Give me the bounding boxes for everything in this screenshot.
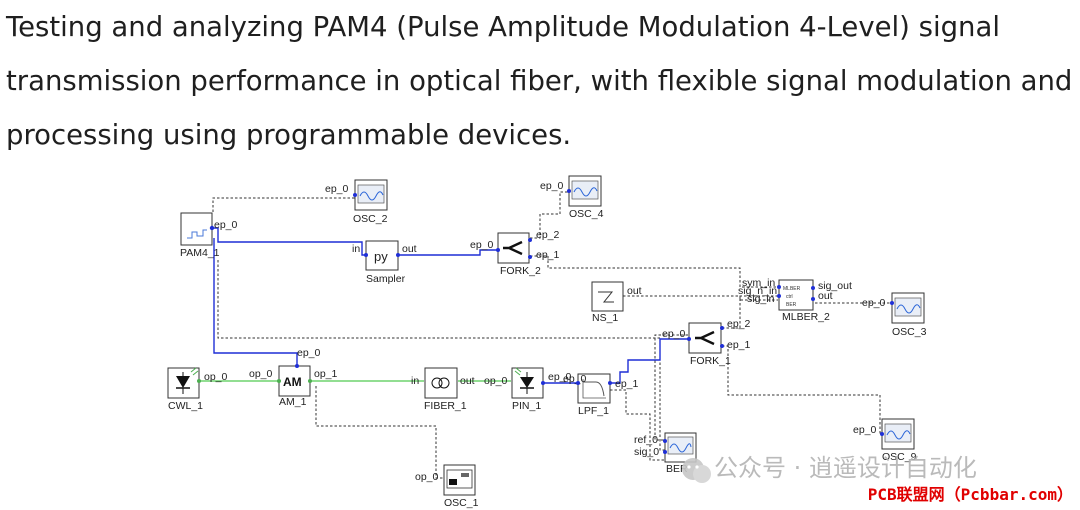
port-am-op1: op_1 — [314, 368, 338, 380]
block-osc-lower[interactable]: OSC_9 — [881, 418, 917, 463]
port-sampler-in: in — [352, 243, 360, 255]
port-lpf-ep0: ep_0 — [563, 373, 587, 385]
port-mlber-sigin: sig_in — [747, 293, 775, 305]
port-pam4-ep0: ep_0 — [214, 219, 238, 231]
port-mlber-sigout: sig_out — [818, 280, 852, 292]
port-pin-ep0: ep_0 — [548, 371, 572, 383]
label-fork2: FORK_2 — [500, 265, 541, 277]
port-ber-ref0: ref_0 — [634, 434, 658, 446]
site-badge: PCB联盟网（Pcbbar.com） — [864, 480, 1076, 506]
block-lpf1[interactable]: LPF_1 — [577, 373, 611, 417]
port-osc3-ep0: ep_0 — [862, 297, 886, 309]
label-mlber2: MLBER_2 — [782, 311, 830, 323]
port-fork1-ep2: ep_2 — [727, 318, 751, 330]
block-ns1[interactable]: NS_1 — [591, 281, 624, 324]
svg-text:MLBER: MLBER — [783, 286, 801, 292]
port-lpf-ep1: ep_1 — [615, 378, 639, 390]
wire-fork2-mlber — [530, 255, 778, 288]
block-fiber1[interactable]: FIBER_1 — [424, 367, 467, 412]
port-cwl-op0: op_0 — [204, 371, 228, 383]
watermark-channel-text: 公众号 · 逍遥设计自动化 — [714, 454, 977, 482]
wire-fork1-ber — [654, 334, 688, 441]
block-fork1[interactable]: FORK_1 — [688, 322, 731, 367]
label-osc1: OSC_1 — [444, 497, 479, 509]
port-fork1-ep0: ep_0 — [662, 328, 686, 340]
block-osc4[interactable]: OSC_4 — [568, 175, 604, 220]
block-sampler[interactable]: py Sampler — [365, 240, 406, 285]
label-cwl1: CWL_1 — [168, 400, 203, 412]
label-osc2: OSC_2 — [353, 213, 388, 225]
block-am1[interactable]: AM AM_1 — [278, 365, 311, 408]
port-am-op0: op_0 — [249, 368, 273, 380]
wire-am-osc1 — [315, 386, 444, 479]
port-fork2-ep1: ep_1 — [536, 249, 560, 261]
port-am-ep0: ep_0 — [297, 347, 321, 359]
port-ns1-out: out — [627, 285, 642, 297]
label-lpf1: LPF_1 — [578, 405, 609, 417]
svg-text:ctrl: ctrl — [786, 294, 793, 300]
block-osc2[interactable]: OSC_2 — [353, 179, 388, 225]
port-osc2-ep0: ep_0 — [325, 183, 349, 195]
block-fork2[interactable]: FORK_2 — [497, 232, 541, 277]
wire-ns-mlber — [623, 295, 778, 301]
wire-pam4-am — [213, 238, 298, 371]
wire-fork1-mlber — [722, 295, 778, 329]
block-osc1[interactable]: OSC_1 — [443, 464, 479, 509]
port-mlber-signin: sig_n_in — [738, 285, 777, 297]
svg-text:BER: BER — [786, 302, 797, 308]
label-pam4: PAM4_1 — [180, 247, 220, 259]
am-glyph: AM — [283, 375, 302, 389]
wire-fork1-osc — [722, 345, 881, 434]
block-pam4[interactable]: PAM4_1 — [180, 212, 220, 259]
label-osc-lower: OSC_9 — [882, 451, 917, 463]
port-osc4-ep0: ep_0 — [540, 180, 564, 192]
label-osc3: OSC_3 — [892, 326, 927, 338]
block-osc3[interactable]: OSC_3 — [891, 292, 927, 338]
block-cwl1[interactable]: CWL_1 — [167, 367, 203, 412]
label-pin1: PIN_1 — [512, 400, 541, 412]
port-fork2-ep2: ep_2 — [536, 229, 560, 241]
block-mlber2[interactable]: MLBER ctrl BER MLBER_2 — [778, 279, 830, 323]
wire-pam4-ber — [217, 260, 665, 451]
port-fiber-out: out — [460, 375, 475, 387]
port-osc1-op0: op_0 — [415, 471, 439, 483]
port-mlber-out: out — [818, 290, 833, 302]
intro-paragraph: Testing and analyzing PAM4 (Pulse Amplit… — [6, 11, 1073, 151]
block-pin1[interactable]: PIN_1 — [511, 367, 544, 412]
label-fork1: FORK_1 — [690, 355, 731, 367]
port-fork1-ep1: ep_1 — [727, 339, 751, 351]
port-osc-lower-ep0: ep_0 — [853, 424, 877, 436]
wire-pam4-sampler — [212, 227, 366, 256]
label-osc4: OSC_4 — [569, 208, 604, 220]
wire-lpf-ber — [610, 389, 665, 461]
wechat-watermark: 公众号 · 逍遥设计自动化 — [682, 454, 977, 483]
sampler-glyph: py — [374, 249, 388, 264]
port-mlber-symin: sym_in — [742, 277, 775, 289]
wire-pam4-osc2 — [212, 196, 357, 212]
label-am1: AM_1 — [279, 396, 307, 408]
label-ns1: NS_1 — [592, 312, 618, 324]
wire-fork2-osc4 — [530, 191, 570, 239]
port-fiber-in: in — [411, 375, 419, 387]
wire-sampler-fork2 — [399, 249, 497, 256]
port-fork2-ep0: ep_0 — [470, 239, 494, 251]
block-ber[interactable]: BER — [664, 432, 697, 475]
label-sampler: Sampler — [366, 273, 406, 285]
wire-lpf-fork1 — [611, 338, 688, 384]
port-pin-op0: op_0 — [484, 375, 508, 387]
label-fiber1: FIBER_1 — [424, 400, 467, 412]
port-sampler-out: out — [402, 243, 417, 255]
port-ber-sig0: sig_0 — [634, 446, 659, 458]
